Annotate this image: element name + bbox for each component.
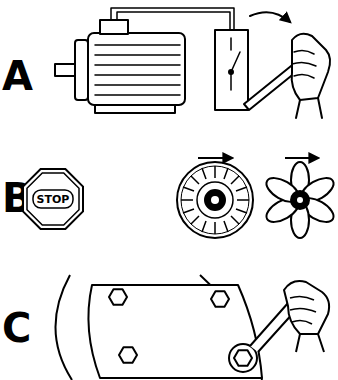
- wheel-axle: [211, 196, 219, 204]
- hand: [292, 34, 330, 100]
- terminal-box: [100, 20, 128, 34]
- octagon-outer: [23, 169, 83, 229]
- switch-box: [215, 30, 248, 110]
- wheel-rim: [177, 162, 253, 238]
- motor-fins: [95, 45, 180, 95]
- section-letter: C: [2, 308, 31, 348]
- stop-sign: STOP: [22, 168, 84, 230]
- axial-fan: [263, 162, 338, 238]
- wheel-hub-ring: [197, 182, 233, 218]
- rotation-arrow: [198, 157, 232, 159]
- power-cable: [111, 8, 234, 30]
- text-frame: [33, 190, 73, 208]
- switch-symbol: [231, 38, 240, 90]
- hand: [284, 281, 329, 334]
- hand-cuff: [296, 98, 322, 118]
- housing-curve: [55, 275, 72, 380]
- bolt: [109, 289, 127, 305]
- wheel-blades: [181, 166, 249, 234]
- motion-arrow: [250, 12, 290, 22]
- wheel-hub: [205, 190, 225, 210]
- sign-text: STOP: [37, 194, 70, 205]
- hand-fingers: [292, 50, 316, 78]
- section-letter: A: [2, 56, 33, 96]
- cover-plate: [88, 285, 262, 378]
- fan-axle: [297, 197, 303, 203]
- cover-section: [55, 275, 329, 380]
- motor-body: [88, 33, 185, 105]
- motor-section: [55, 8, 330, 118]
- motor-shaft: [55, 64, 75, 76]
- fan-section: [177, 158, 337, 238]
- rotation-arrow: [285, 157, 318, 159]
- motor-end-plate: [75, 40, 88, 100]
- bolt: [211, 291, 229, 307]
- fan-hub: [291, 191, 309, 209]
- octagon-inner: [27, 173, 79, 225]
- motor-feet: [95, 105, 175, 113]
- wheel-blade-lines: [181, 166, 249, 234]
- bolt: [234, 350, 252, 366]
- hand-fingers: [290, 296, 316, 324]
- hand-cuff: [296, 334, 324, 352]
- wrench-ring: [229, 344, 257, 372]
- switch-pivot: [229, 70, 233, 74]
- wheel-inner-rim: [181, 166, 249, 234]
- bolt: [119, 347, 137, 363]
